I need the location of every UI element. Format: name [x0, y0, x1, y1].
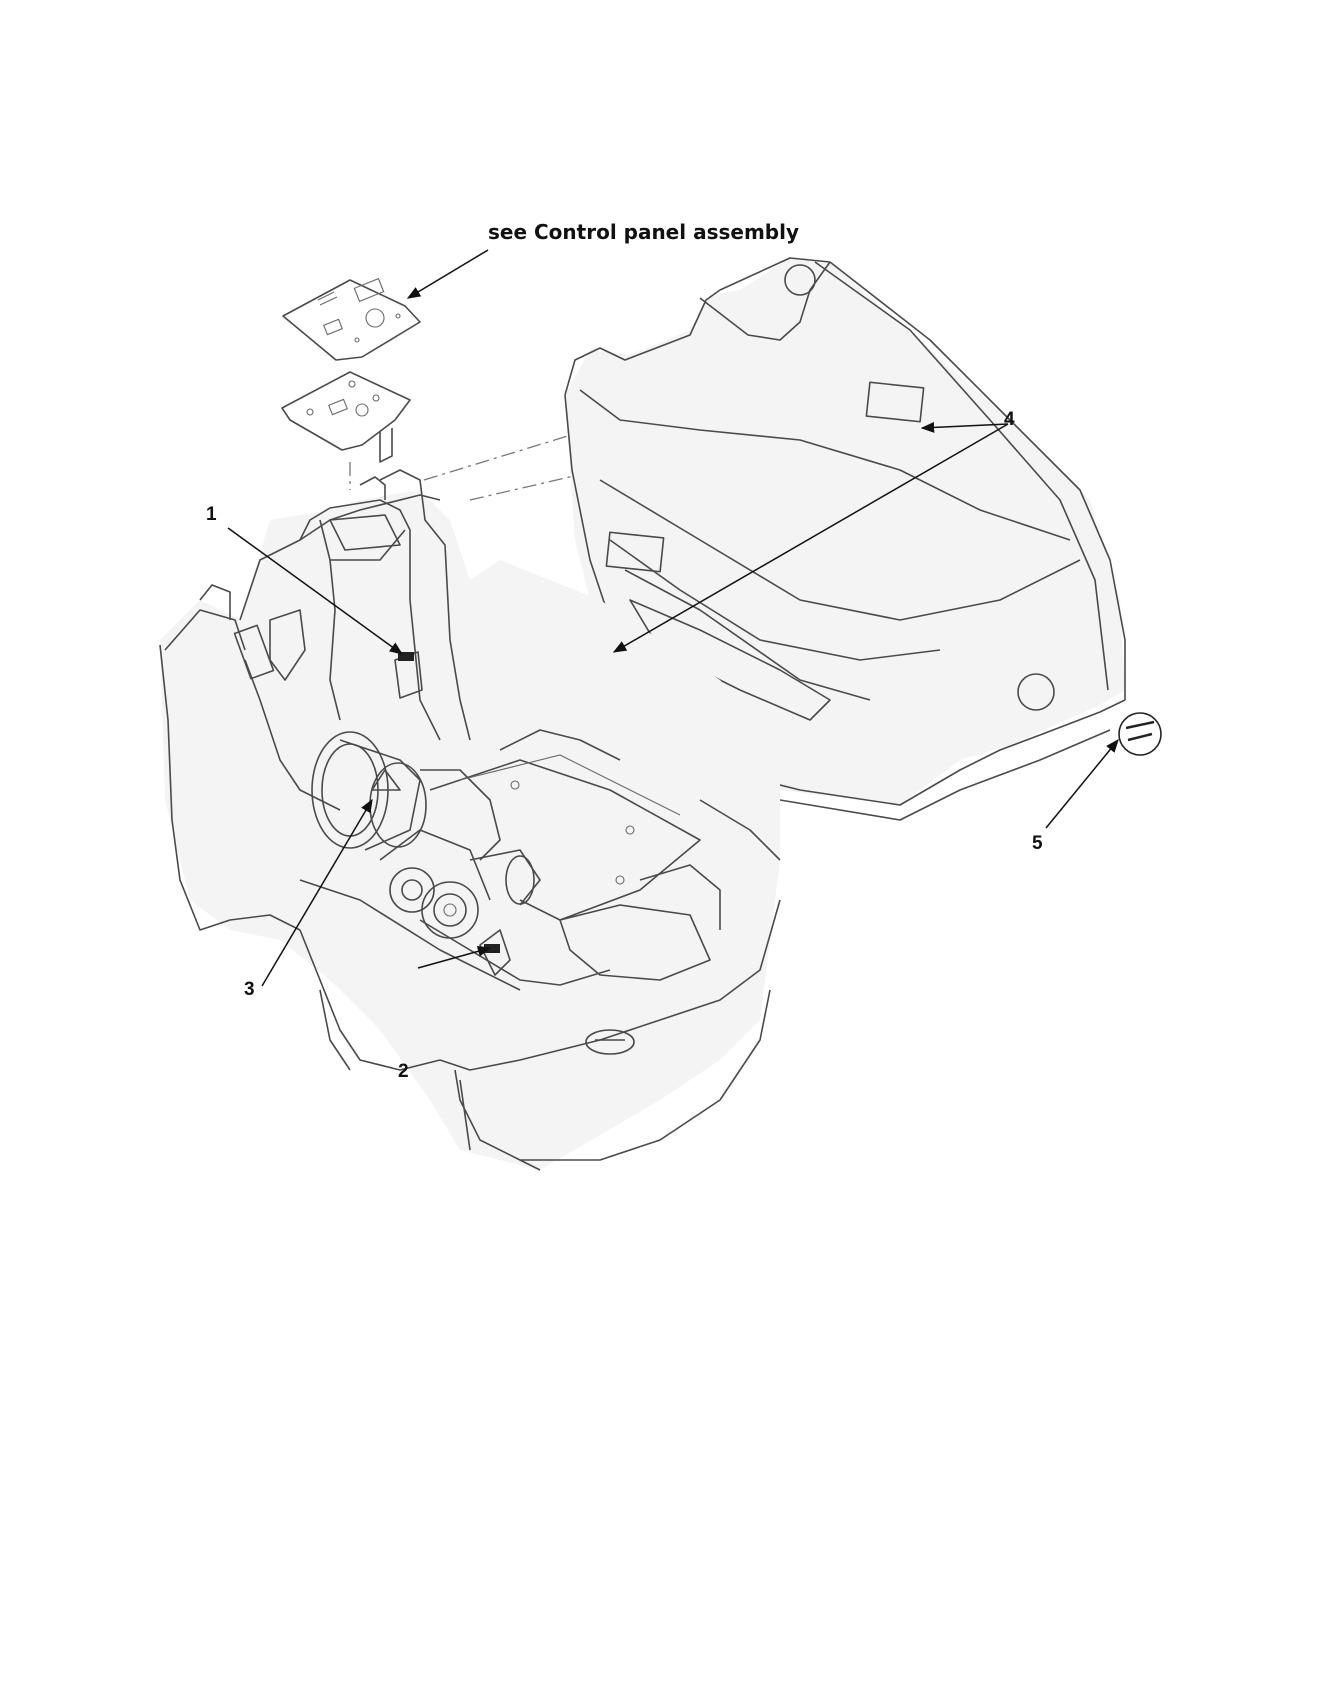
control-panel-bracket	[281, 371, 411, 463]
callout-1: 1	[206, 504, 217, 525]
leader-lines	[227, 249, 1119, 987]
leader-5	[1045, 738, 1119, 829]
leader-4b	[612, 423, 1009, 653]
leader-3	[261, 798, 373, 987]
callout-5: 5	[1032, 833, 1043, 854]
leader-4a	[920, 422, 1009, 433]
control-panel-plate	[282, 277, 421, 361]
leader-control-panel	[406, 249, 489, 299]
callout-3: 3	[244, 979, 255, 1000]
leader-2	[417, 946, 492, 969]
control-panel-reference-note: see Control panel assembly	[488, 220, 799, 244]
callout-2: 2	[398, 1061, 409, 1082]
decal-label-5-round	[1118, 712, 1162, 756]
leader-1	[227, 527, 404, 655]
callout-4: 4	[1004, 409, 1015, 430]
machine-base	[159, 469, 781, 1171]
